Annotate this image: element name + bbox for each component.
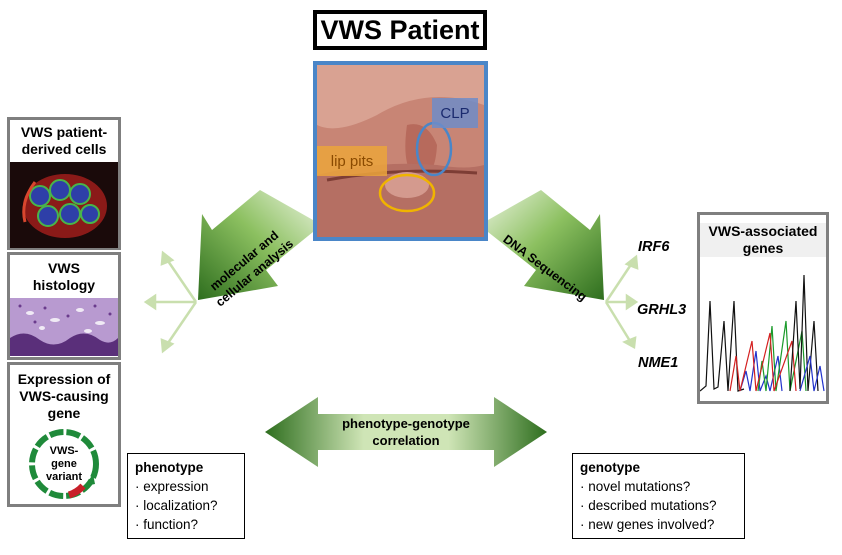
plasmid-label-line1: VWS- [50, 445, 79, 457]
panel-expression: Expression of VWS-causing gene VWS- gene… [7, 362, 121, 507]
phenotype-item: · localization? [135, 498, 218, 513]
panel-cells-title-line1: VWS patient- [20, 124, 108, 140]
clp-label: CLP [440, 104, 470, 122]
panel-expression-title-line3: gene [47, 405, 81, 421]
gene-label-nme1: NME1 [638, 355, 679, 371]
patient-photo-illustration [317, 65, 484, 237]
genotype-box: genotype · novel mutations? · described … [572, 453, 745, 539]
left-diagonal-arrow [198, 190, 313, 300]
gene-label-irf6: IRF6 [638, 239, 670, 255]
chromatogram-image [700, 261, 826, 396]
phenotype-title: phenotype [135, 460, 204, 475]
panel-genes-title: VWS-associated genes [700, 223, 826, 257]
lip-pits-tag: lip pits [317, 146, 387, 176]
lip-pits-label: lip pits [330, 152, 374, 170]
phenotype-genotype-arrow [265, 397, 547, 467]
panel-patient-cells: VWS patient- derived cells [7, 117, 121, 250]
genotype-item: · novel mutations? [580, 479, 691, 494]
panel-expression-title-line2: VWS-causing [19, 388, 109, 404]
panel-cells-title: VWS patient- derived cells [10, 124, 118, 158]
center-arrow-line2: correlation [372, 433, 439, 448]
genotype-item: · new genes involved? [580, 517, 715, 532]
panel-histology-title: VWS histology [10, 260, 118, 294]
page-title: VWS Patient [313, 10, 487, 50]
genotype-item: · described mutations? [580, 498, 717, 513]
plasmid-label-line3: variant [46, 471, 82, 483]
panel-genes-title-line1: VWS-associated [708, 223, 818, 239]
plasmid-icon: VWS- gene variant [29, 429, 99, 499]
patient-photo [313, 61, 488, 241]
gene-label-grhl3: GRHL3 [637, 302, 687, 318]
cells-image [10, 162, 118, 248]
phenotype-box: phenotype · expression · localization? ·… [127, 453, 245, 539]
phenotype-item: · expression [135, 479, 209, 494]
clp-tag: CLP [432, 98, 478, 128]
title-text: VWS Patient [320, 14, 480, 45]
genotype-title: genotype [580, 460, 641, 475]
right-fan-arrows [604, 254, 639, 350]
panel-vws-genes: VWS-associated genes [697, 212, 829, 404]
phenotype-item: · function? [135, 517, 199, 532]
panel-histology-title-line2: histology [32, 277, 96, 293]
panel-expression-title: Expression of VWS-causing gene [10, 371, 118, 422]
plasmid-label-line2: gene [51, 458, 77, 470]
panel-histology: VWS histology [7, 252, 121, 360]
left-fan-arrows [143, 250, 198, 354]
histology-image [10, 298, 118, 356]
center-arrow-line1: phenotype-genotype [342, 416, 470, 431]
right-diagonal-arrow [488, 190, 604, 300]
panel-histology-title-line1: VWS [48, 260, 80, 276]
panel-expression-title-line1: Expression of [17, 371, 111, 387]
panel-genes-title-line2: genes [742, 240, 784, 256]
panel-cells-title-line2: derived cells [21, 141, 107, 157]
